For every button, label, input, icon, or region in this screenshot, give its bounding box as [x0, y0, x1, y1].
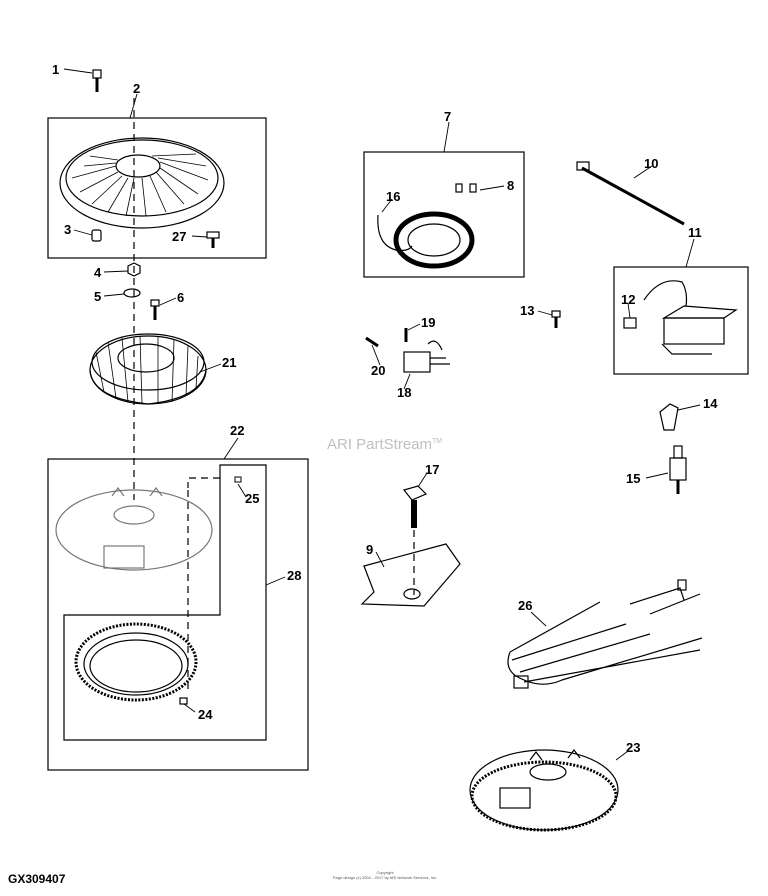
part-18-rectifier	[403, 340, 450, 373]
frame-ignition-module	[613, 266, 749, 375]
callout-27[interactable]: 27	[172, 229, 187, 244]
part-21-fan	[89, 333, 207, 405]
callout-11[interactable]: 11	[688, 225, 702, 240]
part-12-clip	[623, 317, 637, 329]
frame-blower-housing	[47, 117, 267, 259]
callout-21[interactable]: 21	[222, 355, 237, 370]
part-20-screw	[365, 336, 379, 348]
part-13-screw	[551, 310, 561, 328]
part-23-flywheel	[469, 749, 619, 832]
part-10-cable-tie	[576, 161, 685, 226]
callout-23[interactable]: 23	[626, 740, 641, 755]
part-14-boot	[659, 403, 679, 431]
part-27-screw	[206, 231, 220, 248]
callout-18[interactable]: 18	[397, 385, 412, 400]
part-6-screw	[150, 299, 160, 320]
callout-20[interactable]: 20	[371, 363, 386, 378]
callout-1[interactable]: 1	[52, 62, 60, 77]
callout-6[interactable]: 6	[177, 290, 185, 305]
part-4-nut	[127, 262, 141, 277]
callout-8[interactable]: 8	[507, 178, 515, 193]
part-16-stator	[377, 211, 475, 269]
part-9-baffle	[360, 543, 461, 607]
callout-5[interactable]: 5	[94, 289, 102, 304]
part-25-screw	[234, 476, 242, 483]
part-22-flywheel	[55, 487, 213, 571]
callout-3[interactable]: 3	[64, 222, 72, 237]
callout-26[interactable]: 26	[518, 598, 533, 613]
callout-10[interactable]: 10	[644, 156, 659, 171]
figure-id: GX309407	[8, 872, 66, 886]
frame-ring-gear	[63, 464, 267, 741]
callout-14[interactable]: 14	[703, 396, 718, 411]
callout-17[interactable]: 17	[425, 462, 440, 477]
part-24-screw	[179, 697, 188, 705]
callout-19[interactable]: 19	[421, 315, 436, 330]
watermark: ARI PartStreamTM	[327, 436, 443, 453]
ring-gear	[74, 622, 198, 702]
part-2-blower-housing	[59, 137, 225, 229]
callout-22[interactable]: 22	[230, 423, 245, 438]
part-8-screws	[455, 183, 477, 193]
callout-15[interactable]: 15	[626, 471, 641, 486]
part-26-harness	[507, 579, 703, 689]
callout-9[interactable]: 9	[366, 542, 374, 557]
callout-16[interactable]: 16	[386, 189, 401, 204]
callout-25[interactable]: 25	[245, 491, 260, 506]
part-5-washer	[123, 288, 141, 298]
callout-7[interactable]: 7	[444, 109, 452, 124]
part-3-spacer	[91, 229, 102, 242]
callout-12[interactable]: 12	[621, 292, 636, 307]
callout-13[interactable]: 13	[520, 303, 535, 318]
part-1-screw	[92, 69, 102, 92]
callout-4[interactable]: 4	[94, 265, 102, 280]
part-17-bolt	[402, 485, 428, 528]
copyright-notice: Copyright Page design (c) 2004 - 2017 by…	[332, 870, 438, 880]
callout-2[interactable]: 2	[133, 81, 141, 96]
part-11-ignition-module	[643, 280, 738, 355]
callout-28[interactable]: 28	[287, 568, 302, 583]
part-15-spark-plug	[669, 445, 687, 494]
callout-24[interactable]: 24	[198, 707, 213, 722]
frame-flywheel-assembly	[47, 458, 309, 771]
